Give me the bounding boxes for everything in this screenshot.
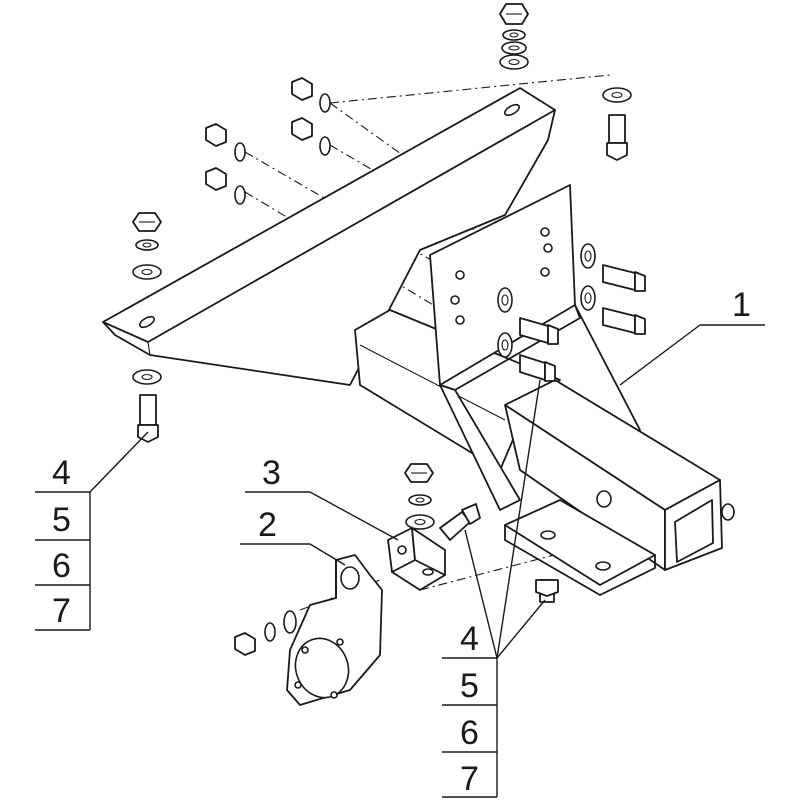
long-mounting-bracket [102, 87, 556, 386]
bolt-icon [606, 114, 628, 161]
bolt-icon-group [137, 114, 646, 603]
callout-part-3: 3 [262, 454, 281, 492]
bottom-table-row: 4 [460, 620, 479, 658]
drop-plate [439, 384, 521, 511]
nut-icon [205, 167, 227, 191]
washer-icon-group [132, 29, 632, 642]
left-table-row: 7 [52, 592, 71, 630]
bottom-table-row: 7 [460, 760, 479, 798]
bolt-icon [137, 394, 159, 443]
nut-icon [291, 77, 313, 101]
left-table-row: 6 [52, 547, 71, 585]
nut-icon-group [132, 3, 529, 656]
nut-icon [499, 3, 529, 25]
bottom-table-row: 6 [460, 714, 479, 752]
socket-mounting-plate [286, 554, 383, 706]
bottom-part-table: 4 5 6 7 [442, 620, 498, 798]
left-part-table: 4 5 6 7 [35, 454, 91, 631]
bolt-icon [519, 317, 559, 345]
hitch-receiver-assembly [102, 87, 735, 596]
bolt-icon [602, 264, 646, 292]
nut-icon [132, 212, 162, 232]
callout-part-2: 2 [258, 506, 277, 544]
callout-part-1: 1 [732, 286, 751, 324]
left-table-row: 4 [52, 454, 71, 492]
nut-icon [234, 632, 256, 656]
angle-bracket [387, 527, 446, 591]
bolt-icon [519, 354, 556, 382]
nut-icon [205, 123, 227, 147]
left-table-row: 5 [52, 501, 71, 539]
bolt-icon [535, 579, 559, 603]
leader-lines [89, 324, 765, 659]
bolt-icon [439, 503, 481, 541]
bottom-table-row: 5 [460, 667, 479, 705]
nut-icon [291, 117, 313, 141]
receiver-opening [674, 499, 714, 563]
bolt-icon [602, 307, 646, 335]
nut-icon [404, 463, 434, 483]
